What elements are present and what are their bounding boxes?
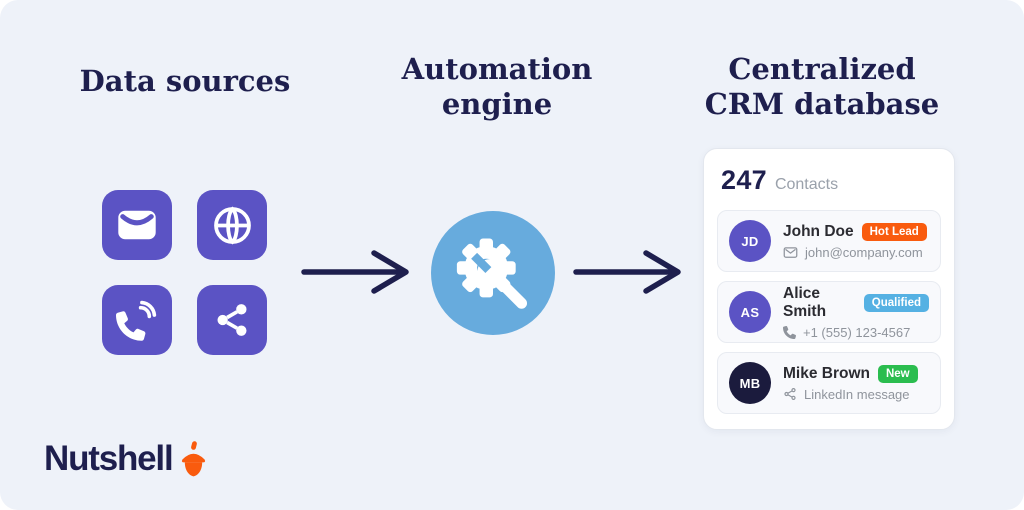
mail-icon [118, 210, 156, 240]
contact-detail: LinkedIn message [804, 386, 910, 402]
contact-row-mike-brown: MB Mike Brown New Lin [717, 352, 941, 414]
crm-card: 247 Contacts JD John Doe Hot Lead [703, 148, 955, 430]
contact-detail: +1 (555) 123-4567 [803, 324, 911, 340]
flow-arrow-left [301, 250, 409, 294]
tile-social [197, 285, 267, 355]
phone-icon [783, 325, 796, 339]
contact-row-alice-smith: AS Alice Smith Qualified +1 (555) 123-45… [717, 281, 941, 343]
tile-phone [102, 285, 172, 355]
contact-detail: john@company.com [805, 244, 923, 260]
automation-engine-badge [431, 211, 555, 335]
status-badge: New [877, 364, 918, 383]
avatar: AS [729, 291, 771, 333]
status-badge: Qualified [863, 293, 929, 312]
brand-logo: Nutshell [44, 441, 207, 478]
share-icon [784, 388, 796, 400]
avatar: JD [729, 220, 771, 262]
tile-email [102, 190, 172, 260]
flow-arrow-right [573, 250, 681, 294]
contact-count: 247 [721, 165, 767, 195]
contact-name: Alice Smith [783, 284, 827, 320]
contact-count-label: Contacts [774, 176, 839, 193]
contact-row-john-doe: JD John Doe Hot Lead john@company.com [717, 210, 941, 272]
crm-card-header: 247 Contacts [721, 165, 937, 196]
avatar: MB [729, 362, 771, 404]
heading-automation-engine: Automation engine [401, 52, 593, 121]
status-badge: Hot Lead [861, 222, 927, 241]
mail-icon [783, 246, 798, 258]
phone-icon [116, 300, 157, 341]
acorn-icon [182, 441, 206, 477]
contact-list: JD John Doe Hot Lead john@company.com [717, 210, 941, 414]
heading-data-sources: Data sources [79, 64, 291, 98]
share-icon [217, 304, 247, 336]
heading-crm-database: Centralized CRM database [704, 52, 940, 121]
globe-icon [213, 206, 251, 244]
contact-name: Mike Brown [783, 364, 870, 382]
tile-web [197, 190, 267, 260]
brand-wordmark: Nutshell [44, 439, 174, 478]
gear-wrench-icon [456, 238, 528, 309]
contact-name: John Doe [783, 222, 854, 240]
data-source-tiles [102, 190, 267, 355]
